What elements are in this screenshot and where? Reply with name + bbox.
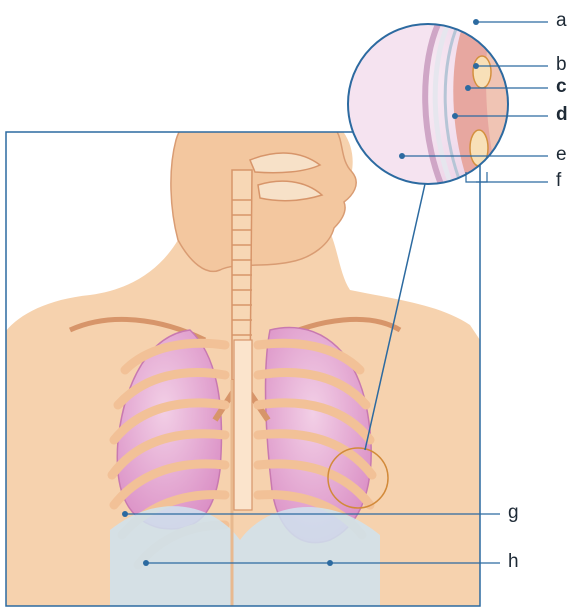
dot-c	[465, 85, 471, 91]
label-g: g	[508, 503, 519, 523]
label-e: e	[556, 145, 567, 165]
zoom-magnification	[340, 20, 520, 200]
label-d: d	[556, 105, 568, 125]
label-f: f	[556, 171, 561, 191]
dot-g	[122, 511, 128, 517]
dot-b	[473, 63, 479, 69]
dot-e	[399, 153, 405, 159]
zoom-rib-1	[473, 56, 491, 88]
dot-h2	[327, 560, 333, 566]
label-h: h	[508, 552, 519, 572]
label-b: b	[556, 55, 567, 75]
zoom-skin-outer	[486, 20, 520, 200]
label-c: c	[556, 77, 567, 97]
sternum	[234, 340, 252, 510]
label-a: a	[556, 11, 567, 31]
dot-a	[473, 19, 479, 25]
dot-d	[452, 113, 458, 119]
dot-h	[143, 560, 149, 566]
